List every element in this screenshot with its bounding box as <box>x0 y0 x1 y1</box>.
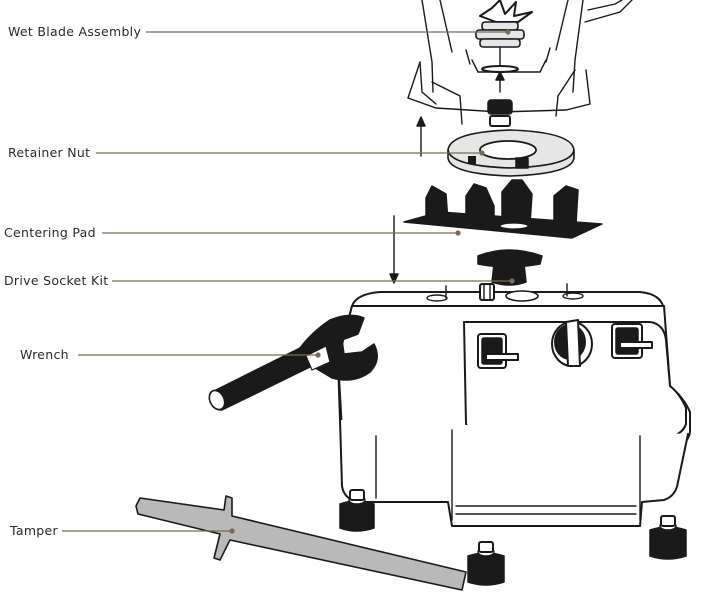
label-wrench: Wrench <box>20 347 69 362</box>
wet-blade-assembly <box>475 0 533 127</box>
centering-pad <box>403 179 603 239</box>
base-feet <box>339 489 687 586</box>
assembly-arrow-down <box>389 215 399 284</box>
wrench <box>208 314 378 411</box>
label-retainer-nut: Retainer Nut <box>8 145 90 160</box>
drive-socket-kit <box>477 249 543 286</box>
label-drive-socket-kit: Drive Socket Kit <box>4 273 108 288</box>
assembly-arrow-up <box>416 116 426 157</box>
label-tamper: Tamper <box>9 523 59 538</box>
retainer-nut <box>447 129 575 177</box>
tamper <box>135 495 467 591</box>
motor-base <box>337 283 691 527</box>
label-centering-pad: Centering Pad <box>4 225 96 240</box>
leader-lines <box>62 29 515 534</box>
label-wet-blade-assembly: Wet Blade Assembly <box>8 24 141 39</box>
